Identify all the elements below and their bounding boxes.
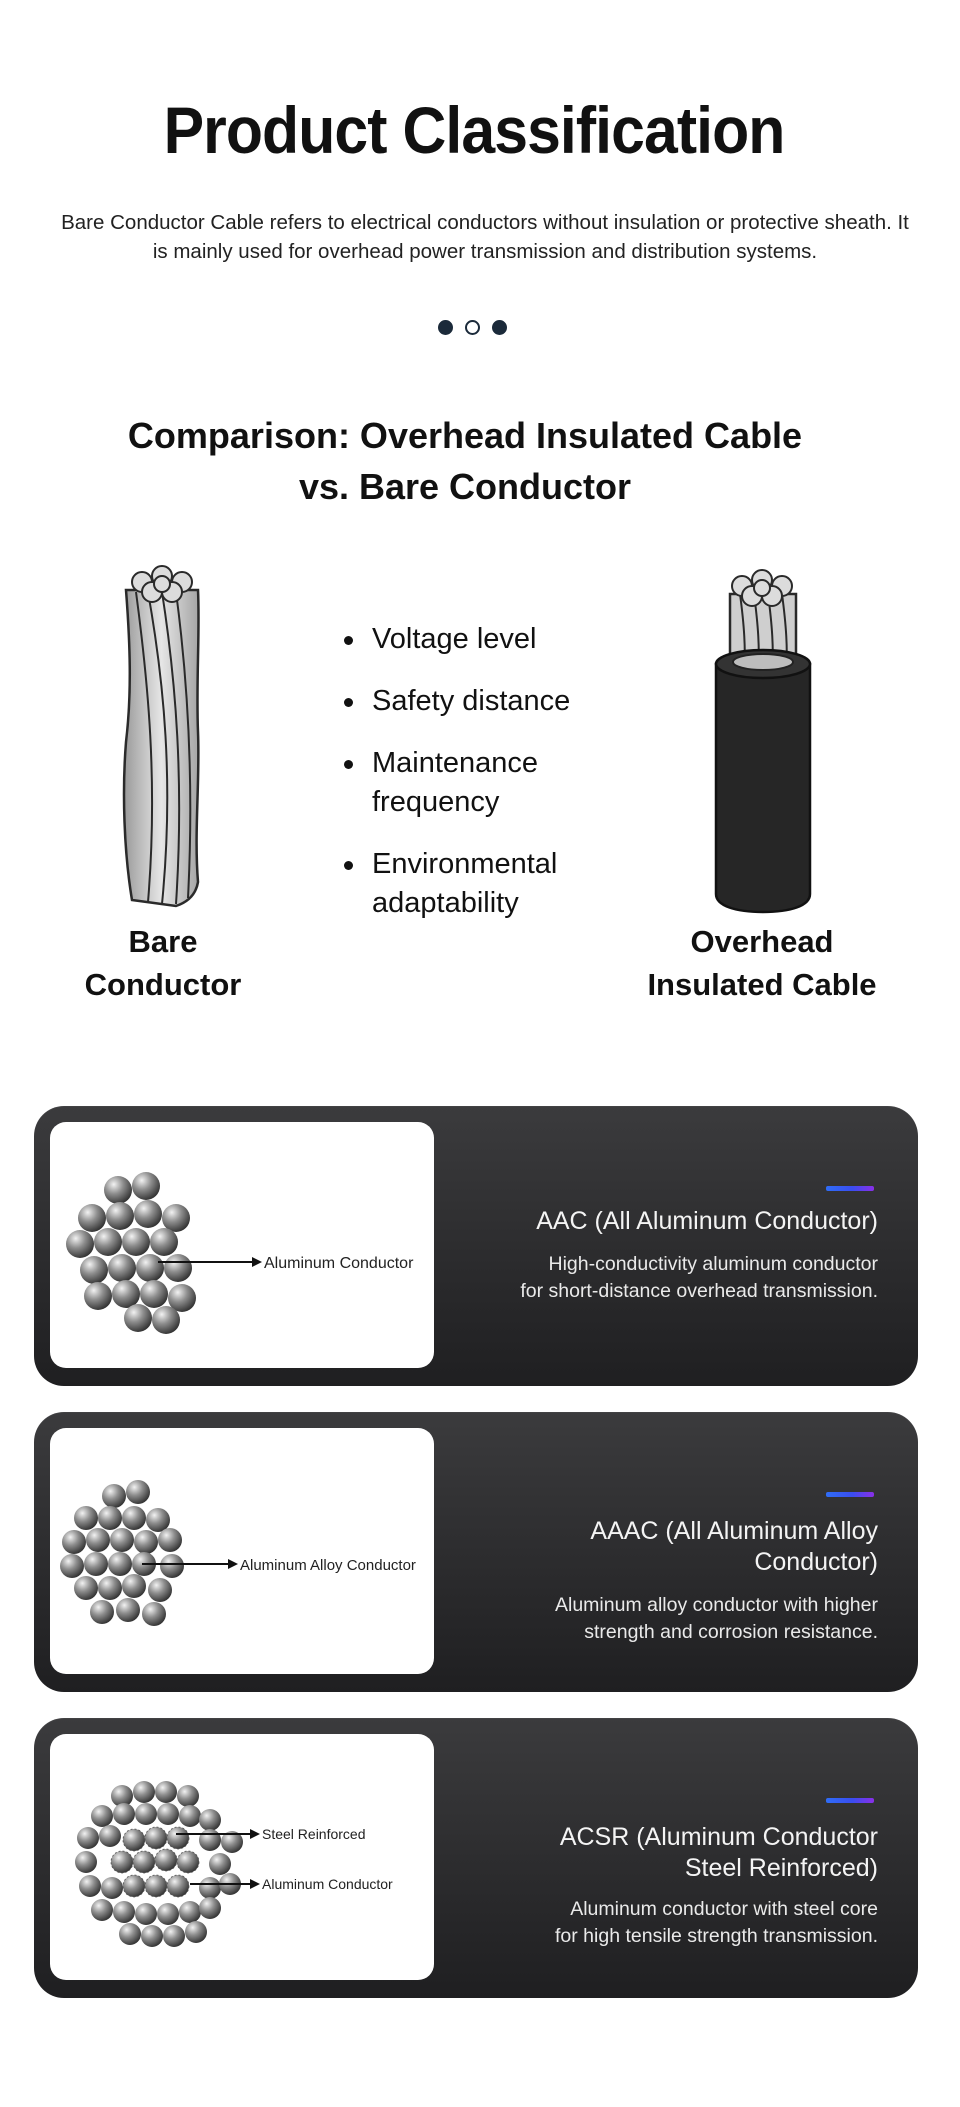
aaac-cross-section-image: Aluminum Alloy Conductor — [50, 1428, 434, 1674]
insulated-cable-label-line-1: Overhead — [690, 924, 834, 959]
aaac-desc-line-2: strength and corrosion resistance. — [584, 1621, 878, 1643]
card-accent-bar — [826, 1186, 874, 1191]
acsr-text: ACSR (Aluminum Conductor Steel Reinforce… — [498, 1822, 878, 1950]
acsr-desc-line-2: for high tensile strength transmission. — [555, 1925, 878, 1947]
product-card-acsr[interactable]: Steel Reinforced Aluminum Conductor ACSR… — [34, 1718, 918, 1998]
carousel-dot-3[interactable] — [492, 320, 507, 335]
acsr-title: ACSR (Aluminum Conductor Steel Reinforce… — [498, 1822, 878, 1884]
aaac-title: AAAC (All Aluminum Alloy Conductor) — [498, 1516, 878, 1578]
intro-text: Bare Conductor Cable refers to electrica… — [61, 211, 909, 263]
aaac-description: Aluminum alloy conductor with higher str… — [498, 1592, 878, 1646]
feature-item: Environmental adaptability — [340, 845, 592, 923]
bare-conductor-illustration — [122, 565, 200, 908]
aaac-text: AAAC (All Aluminum Alloy Conductor) Alum… — [498, 1516, 878, 1646]
aac-strands — [66, 1172, 196, 1334]
aaac-title-line-1: AAAC (All Aluminum Alloy — [590, 1517, 878, 1545]
comparison-title-line-1: Comparison: Overhead Insulated Cable — [127, 415, 803, 456]
aac-text: AAC (All Aluminum Conductor) High-conduc… — [498, 1206, 878, 1305]
aac-desc-line-1: High-conductivity aluminum conductor — [548, 1253, 878, 1275]
aac-title-line-1: AAC (All Aluminum Conductor) — [536, 1207, 878, 1235]
product-card-aaac[interactable]: Aluminum Alloy Conductor AAAC (All Alumi… — [34, 1412, 918, 1692]
comparison-features: Voltage level Safety distance Maintenanc… — [340, 620, 640, 946]
aac-image-label: Aluminum Conductor — [264, 1255, 414, 1272]
insulated-cable-label: Overhead Insulated Cable — [622, 920, 902, 1006]
card-accent-bar — [826, 1492, 874, 1497]
acsr-desc-line-1: Aluminum conductor with steel core — [570, 1898, 878, 1920]
insulated-cable-illustration — [714, 569, 812, 914]
aaac-strands — [60, 1480, 184, 1626]
aaac-cross-section-diagram: Aluminum Alloy Conductor — [60, 1480, 416, 1626]
acsr-cross-section-image: Steel Reinforced Aluminum Conductor — [50, 1734, 434, 1980]
card-accent-bar — [826, 1798, 874, 1803]
aac-description: High-conductivity aluminum conductor for… — [498, 1251, 878, 1305]
product-card-aac[interactable]: Aluminum Conductor AAC (All Aluminum Con… — [34, 1106, 918, 1386]
aac-title: AAC (All Aluminum Conductor) — [498, 1206, 878, 1237]
aaac-image-label: Aluminum Alloy Conductor — [240, 1557, 416, 1574]
carousel-dots — [438, 320, 507, 335]
acsr-title-line-1: ACSR (Aluminum Conductor — [559, 1823, 878, 1851]
page-title: Product Classification — [163, 93, 786, 167]
aac-cross-section-diagram: Aluminum Conductor — [66, 1172, 414, 1334]
bare-conductor-label-line-1: Bare — [128, 924, 198, 959]
aaac-desc-line-1: Aluminum alloy conductor with higher — [555, 1594, 878, 1616]
aaac-title-line-2: Conductor) — [754, 1548, 878, 1576]
acsr-aluminum-label: Aluminum Conductor — [262, 1876, 393, 1892]
carousel-dot-1[interactable] — [438, 320, 453, 335]
acsr-steel-label: Steel Reinforced — [262, 1826, 366, 1842]
bare-conductor-label: Bare Conductor — [58, 920, 268, 1006]
feature-item: Safety distance — [340, 682, 640, 721]
comparison-title-line-2: vs. Bare Conductor — [298, 466, 632, 507]
acsr-title-line-2: Steel Reinforced) — [684, 1854, 878, 1882]
aac-desc-line-2: for short-distance overhead transmission… — [520, 1280, 878, 1302]
comparison-title: Comparison: Overhead Insulated Cable vs.… — [60, 410, 870, 512]
acsr-description: Aluminum conductor with steel core for h… — [498, 1896, 878, 1950]
acsr-steel-core — [110, 1826, 200, 1898]
bare-conductor-label-line-2: Conductor — [84, 967, 242, 1002]
acsr-cross-section-diagram: Steel Reinforced Aluminum Conductor — [75, 1781, 393, 1947]
feature-item: Maintenance frequency — [340, 744, 572, 822]
aac-cross-section-image: Aluminum Conductor — [50, 1122, 434, 1368]
carousel-dot-2[interactable] — [465, 320, 480, 335]
insulated-cable-label-line-2: Insulated Cable — [647, 967, 877, 1002]
feature-item: Voltage level — [340, 620, 640, 659]
